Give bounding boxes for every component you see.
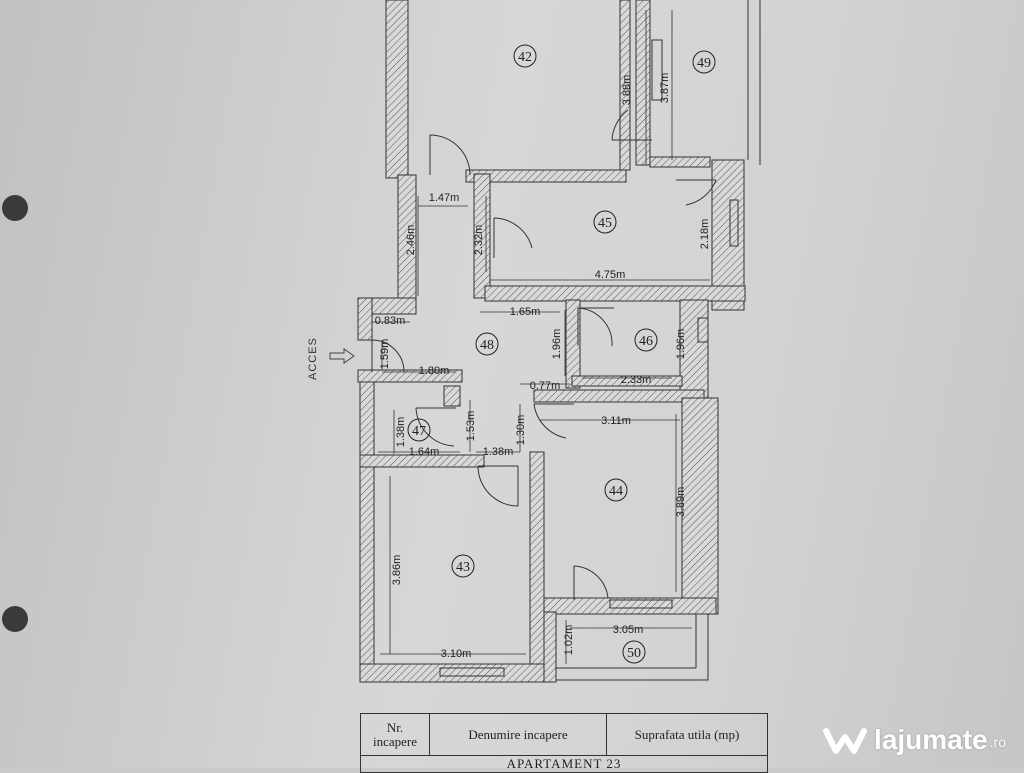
- dim-3-05: 3.05m: [613, 624, 644, 636]
- room-43-number: 43: [456, 560, 470, 575]
- dim-3-10: 3.10m: [441, 648, 472, 660]
- dim-1-30: 1.30m: [515, 415, 527, 446]
- dim-2-33: 2.33m: [621, 374, 652, 386]
- dim-1-64: 1.64m: [409, 446, 440, 458]
- room-46-number: 46: [639, 334, 653, 349]
- wall-44-top: [533, 389, 705, 403]
- dim-3-86: 3.86m: [391, 555, 403, 586]
- wall-47-right-stub: [443, 385, 461, 407]
- header-room-number: Nr. incapere: [360, 713, 430, 756]
- access-label: ACCES: [307, 337, 319, 380]
- watermark-tld: .ro: [989, 734, 1006, 750]
- plan-lines: [439, 0, 761, 681]
- dim-1-96-right: 1.96m: [675, 329, 687, 360]
- room-45-marker: 45: [593, 210, 617, 234]
- room-42-marker: 42: [513, 44, 537, 68]
- dim-2-18: 2.18m: [699, 219, 711, 250]
- table-header-row: Nr. incapere Denumire incapere Suprafata…: [360, 713, 768, 756]
- access-arrow: [329, 348, 355, 364]
- wall-49-left: [635, 0, 651, 166]
- dim-0-83: 0.83m: [375, 315, 406, 327]
- wall-46-bottom: [571, 375, 683, 387]
- dim-3-11: 3.11m: [601, 415, 631, 427]
- wall-44-right: [681, 397, 719, 615]
- watermark-brand: lajumate: [874, 724, 988, 755]
- room-48-number: 48: [480, 338, 494, 353]
- wall-45-top: [465, 169, 627, 183]
- dim-3-88: 3.88m: [621, 75, 633, 106]
- room-50-number: 50: [627, 646, 641, 661]
- wall-49-bottom: [649, 156, 711, 168]
- dim-1-02: 1.02m: [563, 625, 575, 656]
- dim-3-89: 3.89m: [675, 487, 687, 518]
- wall-47-bottom: [359, 454, 485, 468]
- room-markers: 42 49 45 48 46 47 44 43: [407, 44, 716, 664]
- wall-entrance-left-upper: [357, 297, 373, 341]
- room-44-number: 44: [609, 484, 623, 499]
- punch-hole-bottom: [2, 606, 28, 632]
- site-watermark: lajumate.ro: [822, 724, 1006, 756]
- section-apartment: APARTAMENT 23: [360, 755, 768, 773]
- dim-2-32: 2.32m: [473, 225, 485, 256]
- room-48-marker: 48: [475, 332, 499, 356]
- room-44-marker: 44: [604, 478, 628, 502]
- room-46-marker: 46: [634, 328, 658, 352]
- dim-1-59: 1.59m: [379, 339, 391, 370]
- dimension-lines: [372, 10, 713, 664]
- punch-hole-top: [2, 195, 28, 221]
- heart-w-logo-icon: [823, 728, 868, 754]
- walls: [357, 0, 746, 683]
- dim-1-65: 1.65m: [510, 306, 541, 318]
- wall-50-left: [543, 611, 557, 683]
- wall-42-left: [385, 0, 409, 179]
- wall-46-left: [565, 299, 581, 389]
- room-42-number: 42: [518, 50, 532, 65]
- dim-4-75: 4.75m: [595, 269, 626, 281]
- dim-1-38-horizontal: 1.38m: [483, 446, 514, 458]
- header-usable-area: Suprafata utila (mp): [606, 713, 768, 756]
- wall-47-top: [357, 369, 463, 383]
- dim-1-96-left: 1.96m: [551, 329, 563, 360]
- door-swings: [371, 109, 717, 600]
- dim-1-47: 1.47m: [429, 192, 460, 204]
- dim-0-77: 0.77m: [530, 380, 561, 392]
- wall-45-bottom: [484, 285, 746, 302]
- wall-43-44-divider: [529, 451, 545, 683]
- header-room-name: Denumire incapere: [429, 713, 607, 756]
- dim-3-87: 3.87m: [659, 73, 671, 104]
- wall-46-right: [679, 299, 709, 401]
- dimension-labels: 3.88m 3.87m 1.47m 2.46m 2.32m 2.18m 4.75…: [375, 73, 711, 660]
- room-49-number: 49: [697, 56, 711, 71]
- wall-43-bottom: [359, 663, 545, 683]
- wall-42-49-divider: [619, 0, 631, 171]
- room-50-marker: 50: [622, 640, 646, 664]
- wall-45-right: [711, 159, 745, 311]
- dim-2-46: 2.46m: [405, 225, 417, 256]
- dim-1-38-vertical: 1.38m: [395, 417, 407, 448]
- dim-1-80: 1.80m: [419, 365, 450, 377]
- table-section-row: APARTAMENT 23: [360, 755, 768, 773]
- dim-1-53: 1.53m: [465, 411, 477, 442]
- room-47-number: 47: [412, 424, 426, 439]
- room-area-table: Nr. incapere Denumire incapere Suprafata…: [360, 713, 768, 773]
- room-43-marker: 43: [451, 554, 475, 578]
- room-47-marker: 47: [407, 418, 431, 442]
- room-49-marker: 49: [692, 50, 716, 74]
- wall-43-left: [359, 381, 375, 683]
- room-45-number: 45: [598, 216, 612, 231]
